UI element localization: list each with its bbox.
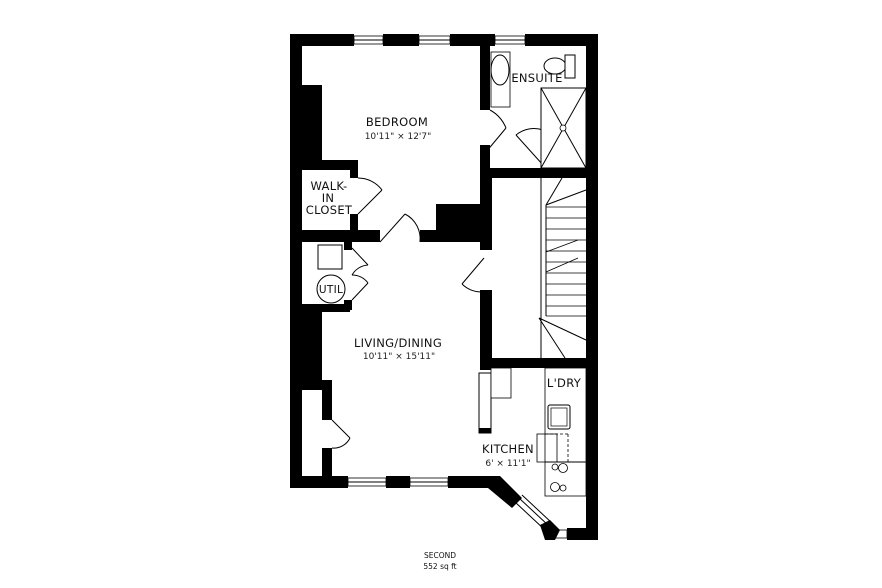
- floor-name: SECOND: [424, 551, 456, 560]
- living-dining-label: LIVING/DINING: [354, 336, 442, 350]
- staircase: [538, 177, 587, 359]
- bay-window: [488, 476, 560, 540]
- kitchen-dimensions: 6' × 11'1": [485, 459, 530, 469]
- laundry-label: L'DRY: [547, 376, 582, 390]
- interior-walls: [302, 46, 586, 478]
- ensuite-fixtures: [490, 51, 587, 169]
- walk-in-closet-label-line1: WALK-: [311, 179, 348, 193]
- doors: [331, 109, 544, 449]
- windows: [347, 35, 568, 539]
- walk-in-closet-label-line2: IN: [322, 191, 335, 205]
- walk-in-closet-label-line3: CLOSET: [306, 203, 353, 217]
- bedroom-dimensions: 10'11" × 12'7": [365, 132, 432, 142]
- util-fixtures: [316, 244, 346, 304]
- bedroom-label: BEDROOM: [366, 115, 428, 129]
- kitchen-label: KITCHEN: [482, 442, 534, 456]
- floor-area: 552 sq ft: [423, 562, 456, 571]
- ensuite-label: ENSUITE: [511, 71, 562, 85]
- util-label: UTIL: [319, 284, 343, 296]
- kitchen-fixtures: [536, 367, 587, 497]
- room-labels: BEDROOM 10'11" × 12'7" ENSUITE WALK- IN …: [306, 71, 582, 469]
- exterior-walls: [290, 34, 598, 540]
- floor-caption: SECOND 552 sq ft: [423, 551, 456, 571]
- living-dining-dimensions: 10'11" × 15'11": [363, 352, 435, 362]
